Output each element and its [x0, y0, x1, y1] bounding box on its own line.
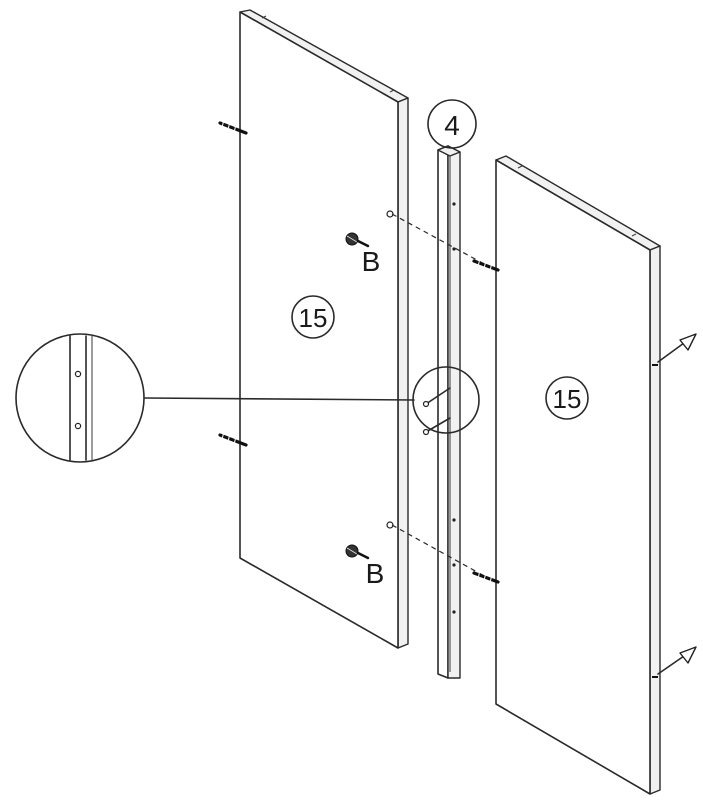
- right-panel-side-edge: [649, 245, 661, 795]
- left-panel: [239, 9, 409, 649]
- center-post-front: [437, 145, 449, 679]
- part-label-post: 4: [427, 99, 477, 149]
- dowel-right-upper: [472, 257, 500, 272]
- right-panel-face: [495, 159, 651, 795]
- fastener-label-bottom: B: [366, 558, 385, 589]
- dowel-right-lower: [472, 569, 500, 584]
- screw-b-upper: [345, 232, 370, 248]
- fastener-label-top: B: [362, 246, 381, 277]
- part-label-right-panel: 15: [545, 376, 589, 420]
- callout-leader-line: [144, 397, 415, 401]
- cam-dowel-lower-left: [218, 430, 248, 447]
- cam-dowel-upper-left: [218, 118, 248, 135]
- detail-source-circle: [412, 366, 480, 434]
- left-panel-face: [239, 11, 399, 649]
- drill-hole: [74, 370, 82, 378]
- left-panel-side-edge: [397, 97, 409, 649]
- right-panel: [495, 155, 661, 795]
- insert-arrow-lower-right: [657, 646, 697, 675]
- svg-text:4: 4: [444, 110, 460, 141]
- svg-text:15: 15: [299, 303, 328, 333]
- part-label-left-panel: 15: [291, 295, 335, 339]
- assembly-guide-lines: [391, 213, 489, 579]
- insert-arrow-upper-right: [657, 333, 697, 363]
- detail-callout: [15, 333, 480, 463]
- screw-b-lower: [345, 544, 370, 560]
- drill-hole: [74, 422, 82, 430]
- detail-magnified-circle: [15, 333, 145, 463]
- center-post: [437, 145, 461, 679]
- svg-text:15: 15: [553, 384, 582, 414]
